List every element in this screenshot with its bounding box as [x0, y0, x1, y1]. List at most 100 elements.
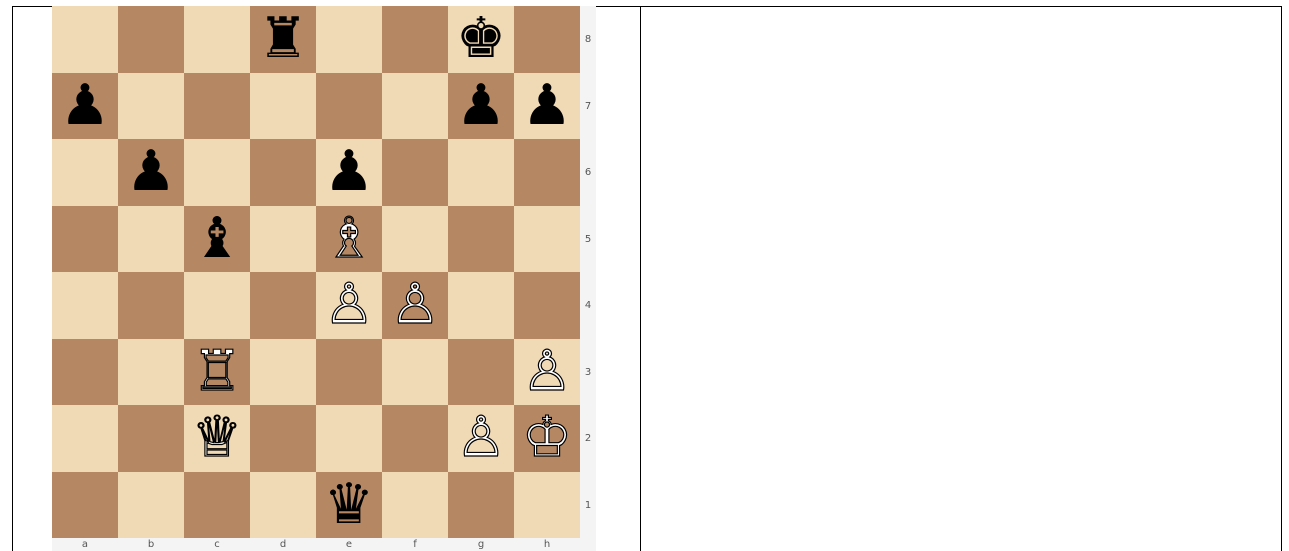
file-label: d	[250, 539, 316, 550]
square-g3[interactable]	[448, 339, 514, 406]
square-d8[interactable]: ♜	[250, 6, 316, 73]
square-c6[interactable]	[184, 139, 250, 206]
square-a8[interactable]	[52, 6, 118, 73]
square-c5[interactable]: ♝	[184, 206, 250, 273]
square-b4[interactable]	[118, 272, 184, 339]
square-h3[interactable]: ♙	[514, 339, 580, 406]
file-label: f	[382, 539, 448, 550]
square-c1[interactable]	[184, 472, 250, 539]
black-king-icon[interactable]: ♚	[456, 11, 506, 67]
square-f2[interactable]	[382, 405, 448, 472]
file-label: h	[514, 539, 580, 550]
square-h1[interactable]	[514, 472, 580, 539]
square-b2[interactable]	[118, 405, 184, 472]
square-h4[interactable]	[514, 272, 580, 339]
white-pawn-icon[interactable]: ♙	[456, 410, 506, 466]
black-pawn-icon[interactable]: ♟	[324, 144, 374, 200]
square-f1[interactable]	[382, 472, 448, 539]
white-bishop-icon[interactable]: ♗	[324, 211, 374, 267]
square-h6[interactable]	[514, 139, 580, 206]
file-label: a	[52, 539, 118, 550]
rank-label: 5	[582, 234, 594, 245]
square-h8[interactable]	[514, 6, 580, 73]
square-d1[interactable]	[250, 472, 316, 539]
white-pawn-icon[interactable]: ♙	[324, 277, 374, 333]
rank-label: 2	[582, 433, 594, 444]
square-e3[interactable]	[316, 339, 382, 406]
square-g7[interactable]: ♟	[448, 73, 514, 140]
square-c2[interactable]: ♕	[184, 405, 250, 472]
square-a4[interactable]	[52, 272, 118, 339]
file-label: e	[316, 539, 382, 550]
chessboard[interactable]: ♜ ♚ ♟ ♟ ♟ ♟ ♟ ♝ ♗ ♙ ♙ ♖ ♙ ♕ ♙ ♔ ♛	[52, 6, 580, 538]
square-a2[interactable]	[52, 405, 118, 472]
square-g8[interactable]: ♚	[448, 6, 514, 73]
rank-label: 3	[582, 367, 594, 378]
square-b8[interactable]	[118, 6, 184, 73]
square-e6[interactable]: ♟	[316, 139, 382, 206]
square-c8[interactable]	[184, 6, 250, 73]
square-h5[interactable]	[514, 206, 580, 273]
square-c4[interactable]	[184, 272, 250, 339]
file-label: b	[118, 539, 184, 550]
square-f6[interactable]	[382, 139, 448, 206]
square-h7[interactable]: ♟	[514, 73, 580, 140]
white-king-icon[interactable]: ♔	[522, 410, 572, 466]
white-queen-icon[interactable]: ♕	[192, 410, 242, 466]
black-pawn-icon[interactable]: ♟	[126, 144, 176, 200]
square-d6[interactable]	[250, 139, 316, 206]
square-f3[interactable]	[382, 339, 448, 406]
square-g6[interactable]	[448, 139, 514, 206]
square-a3[interactable]	[52, 339, 118, 406]
square-e4[interactable]: ♙	[316, 272, 382, 339]
file-label: g	[448, 539, 514, 550]
square-g4[interactable]	[448, 272, 514, 339]
square-e1[interactable]: ♛	[316, 472, 382, 539]
rank-label: 8	[582, 34, 594, 45]
rank-label: 1	[582, 500, 594, 511]
black-pawn-icon[interactable]: ♟	[456, 78, 506, 134]
right-empty-cell	[641, 7, 1281, 551]
file-label: c	[184, 539, 250, 550]
square-g5[interactable]	[448, 206, 514, 273]
square-c7[interactable]	[184, 73, 250, 140]
white-pawn-icon[interactable]: ♙	[390, 277, 440, 333]
rank-label: 4	[582, 300, 594, 311]
rank-label: 7	[582, 101, 594, 112]
square-a5[interactable]	[52, 206, 118, 273]
black-pawn-icon[interactable]: ♟	[60, 78, 110, 134]
square-d3[interactable]	[250, 339, 316, 406]
square-e2[interactable]	[316, 405, 382, 472]
square-f7[interactable]	[382, 73, 448, 140]
black-pawn-icon[interactable]: ♟	[522, 78, 572, 134]
rank-label-strip	[579, 6, 596, 538]
square-d4[interactable]	[250, 272, 316, 339]
square-a6[interactable]	[52, 139, 118, 206]
square-b3[interactable]	[118, 339, 184, 406]
square-b1[interactable]	[118, 472, 184, 539]
square-b7[interactable]	[118, 73, 184, 140]
square-f4[interactable]: ♙	[382, 272, 448, 339]
square-a1[interactable]	[52, 472, 118, 539]
square-g2[interactable]: ♙	[448, 405, 514, 472]
square-d2[interactable]	[250, 405, 316, 472]
white-rook-icon[interactable]: ♖	[192, 344, 242, 400]
black-rook-icon[interactable]: ♜	[258, 11, 308, 67]
black-bishop-icon[interactable]: ♝	[192, 211, 242, 267]
square-c3[interactable]: ♖	[184, 339, 250, 406]
square-e7[interactable]	[316, 73, 382, 140]
square-f5[interactable]	[382, 206, 448, 273]
square-e5[interactable]: ♗	[316, 206, 382, 273]
square-d7[interactable]	[250, 73, 316, 140]
square-g1[interactable]	[448, 472, 514, 539]
square-b5[interactable]	[118, 206, 184, 273]
square-f8[interactable]	[382, 6, 448, 73]
square-e8[interactable]	[316, 6, 382, 73]
square-b6[interactable]: ♟	[118, 139, 184, 206]
white-pawn-icon[interactable]: ♙	[522, 344, 572, 400]
black-queen-icon[interactable]: ♛	[324, 477, 374, 533]
square-h2[interactable]: ♔	[514, 405, 580, 472]
square-a7[interactable]: ♟	[52, 73, 118, 140]
square-d5[interactable]	[250, 206, 316, 273]
